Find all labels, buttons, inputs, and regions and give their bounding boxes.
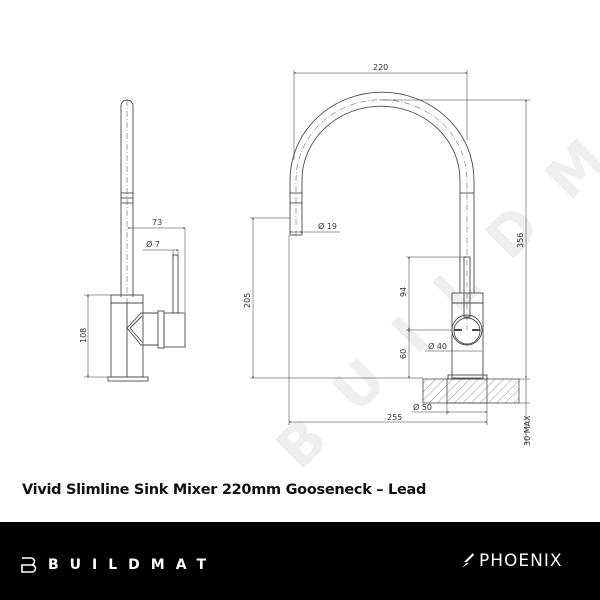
- dim-spout-reach: 255: [387, 413, 402, 422]
- buildmat-logo[interactable]: BUILDMAT: [20, 556, 217, 574]
- dim-lever-reach: 73: [152, 218, 162, 227]
- dim-handle-diameter: Ø 40: [428, 341, 447, 351]
- footer-bar: [0, 522, 600, 600]
- dim-outlet-height: 205: [243, 293, 252, 308]
- phoenix-wordmark: PHOENIX: [479, 551, 563, 571]
- phoenix-logo[interactable]: PHOENIX: [460, 551, 563, 571]
- dim-max-bench-thickness: 30 MAX: [523, 415, 532, 446]
- dim-total-height: 356: [516, 233, 525, 248]
- dim-spout-diameter: Ø 19: [318, 221, 337, 231]
- technical-drawing: BUILDMAT 73 Ø 7 108: [79, 0, 600, 482]
- dim-body-height: 108: [79, 328, 88, 343]
- phoenix-feather-icon: [462, 553, 474, 568]
- product-title: Vivid Slimline Sink Mixer 220mm Goosenec…: [22, 482, 427, 498]
- dim-lever-diameter: Ø 7: [146, 239, 160, 249]
- front-view-dimensions: [250, 70, 530, 445]
- dim-base-diameter: Ø 50: [413, 402, 432, 412]
- dim-lever-height: 94: [399, 287, 408, 297]
- buildmat-wordmark: BUILDMAT: [48, 557, 218, 573]
- bench-section: [422, 378, 520, 404]
- dim-handle-centre-height: 60: [399, 349, 408, 359]
- dim-spout-width: 220: [373, 63, 388, 72]
- buildmat-b-icon: [21, 557, 37, 573]
- side-view: [107, 99, 186, 382]
- side-view-dimensions: [84, 227, 186, 378]
- front-view: [289, 91, 488, 380]
